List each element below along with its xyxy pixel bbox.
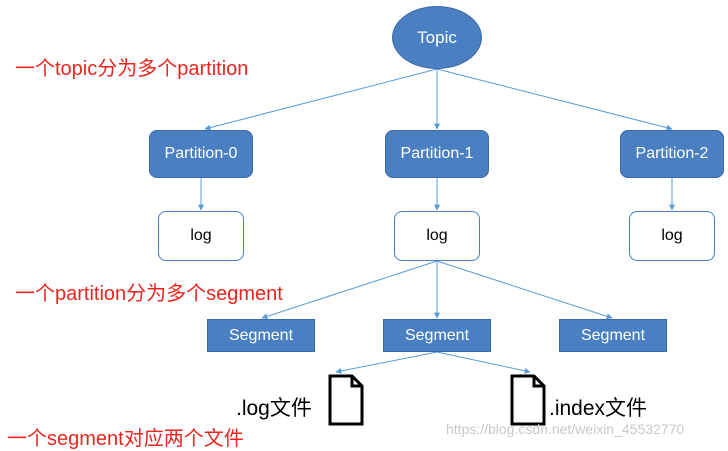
edge-segment-log-file [335,351,438,374]
topic-annotation: 一个topic分为多个partition [15,58,249,80]
index-file-label: .index文件 [549,397,648,420]
segment-node-1: Segment [383,319,491,352]
log-node-0: log [158,211,244,261]
topic-node: Topic [392,6,482,69]
partition-annotation: 一个partition分为多个segment [15,283,283,305]
log-file-icon [328,374,364,426]
log-node-2: log [629,211,715,261]
index-file-icon [510,374,546,426]
partition-1-node: Partition-1 [385,130,489,178]
segment-node-2: Segment [559,319,667,352]
log-node-1: log [394,211,480,261]
edge-segment-index-file [436,351,531,374]
partition-2-node: Partition-2 [620,130,724,178]
partition-0-node: Partition-0 [149,130,253,178]
segment-annotation: 一个segment对应两个文件 [7,428,244,450]
watermark-url: https://blog.csdn.net/weixin_45532770 [446,421,685,437]
edge-topic-partition-0 [204,68,438,131]
edge-log-segment-0 [261,260,438,320]
edge-topic-partition-2 [436,68,673,131]
edge-log-segment-2 [436,260,613,320]
segment-node-0: Segment [207,319,315,352]
log-file-label: .log文件 [236,397,312,420]
